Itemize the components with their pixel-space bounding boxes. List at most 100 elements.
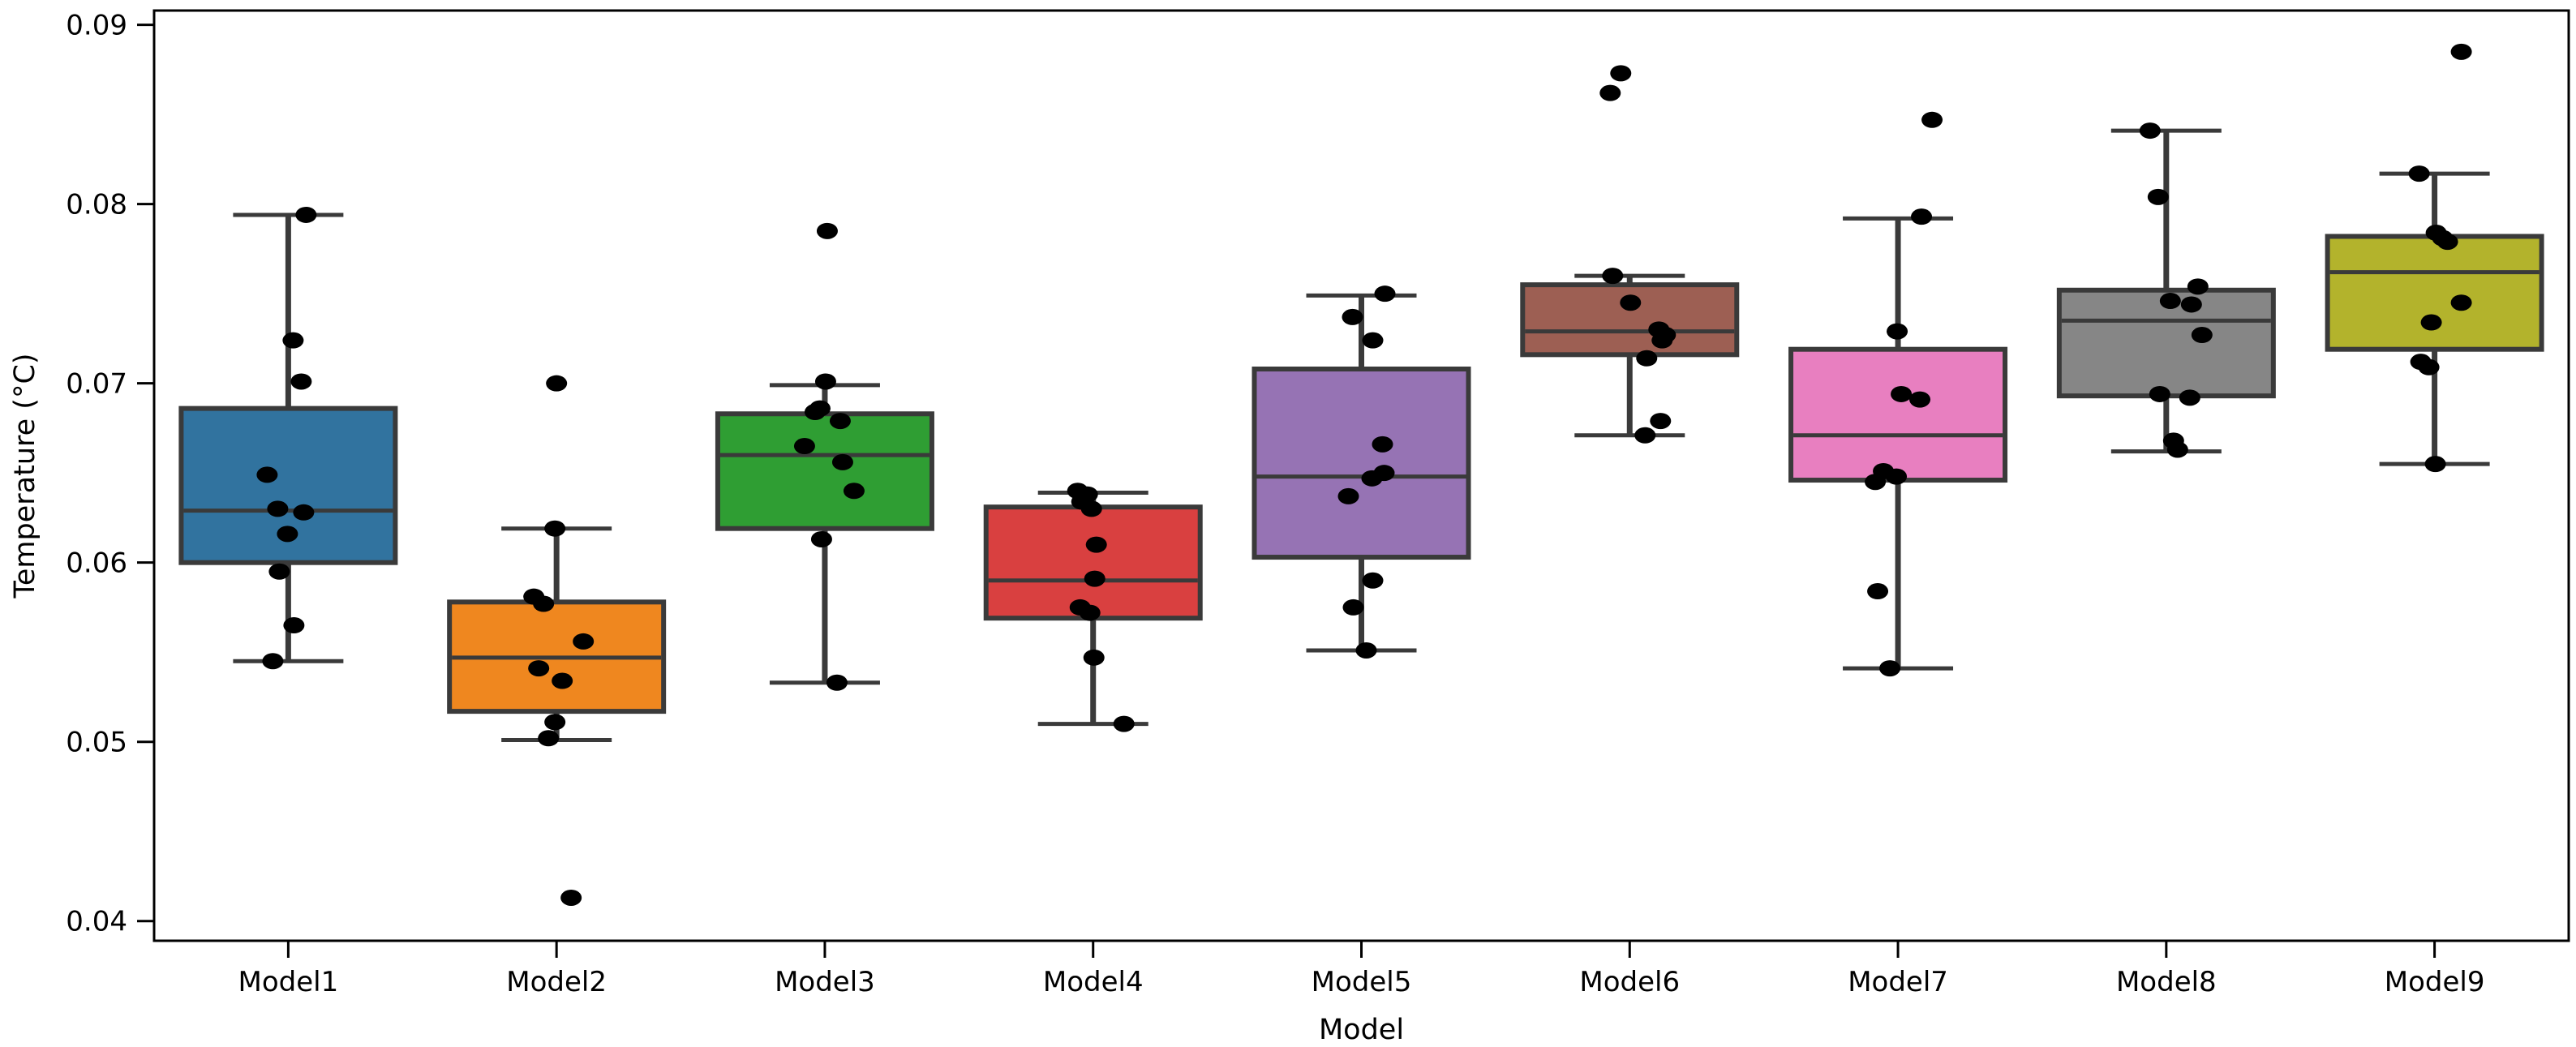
x-tick-label: Model1 (238, 966, 339, 998)
data-point (2139, 122, 2161, 139)
data-point (1602, 268, 1624, 285)
y-axis-label: Temperature (°C) (9, 353, 41, 599)
data-point (1361, 470, 1383, 487)
data-point (1085, 536, 1107, 553)
x-tick-label: Model9 (2385, 966, 2485, 998)
data-point (1650, 413, 1672, 430)
data-point (2180, 296, 2202, 313)
data-point (1374, 285, 1396, 303)
data-point (843, 483, 865, 500)
data-point (826, 674, 848, 691)
box-group-model2 (447, 526, 667, 742)
data-point (1891, 385, 1913, 402)
data-point (2159, 293, 2181, 310)
y-tick-label: 0.09 (66, 10, 127, 42)
data-point (267, 500, 289, 517)
data-point (1079, 604, 1101, 621)
data-point (1342, 308, 1363, 325)
y-tick-label: 0.06 (66, 547, 127, 580)
strip-points (256, 43, 2472, 906)
y-tick-label: 0.05 (66, 727, 127, 759)
data-point (1113, 715, 1135, 732)
data-point (295, 206, 317, 223)
data-point (1362, 332, 1384, 349)
data-point (528, 660, 550, 677)
box-rect (2325, 234, 2544, 352)
data-point (1887, 323, 1908, 340)
data-point (293, 504, 315, 521)
data-point (2408, 165, 2430, 182)
data-point (2149, 385, 2170, 402)
data-point (810, 530, 832, 547)
box-rect (983, 504, 1203, 621)
data-point (1921, 111, 1943, 128)
data-point (2147, 188, 2169, 205)
data-point (538, 730, 560, 747)
data-point (2187, 278, 2209, 295)
x-tick-label: Model5 (1312, 966, 1412, 998)
data-point (816, 222, 838, 239)
data-point (1634, 427, 1656, 444)
data-point (1867, 583, 1889, 600)
data-point (1636, 350, 1658, 367)
data-point (277, 526, 298, 543)
data-point (1372, 436, 1393, 453)
data-point (290, 373, 312, 390)
data-point (1355, 642, 1377, 659)
data-point (282, 332, 304, 349)
x-tick-label: Model6 (1579, 966, 1680, 998)
data-point (1620, 294, 1642, 311)
data-point (552, 672, 573, 689)
box-rect (1788, 346, 2008, 483)
y-tick-label: 0.04 (66, 906, 127, 938)
data-point (1879, 660, 1901, 677)
data-point (256, 466, 278, 483)
x-tick-label: Model2 (506, 966, 607, 998)
data-point (2420, 314, 2442, 331)
data-point (2436, 234, 2458, 251)
x-axis-label: Model (1319, 1014, 1404, 1046)
y-axis: 0.09 0.08 0.07 0.06 0.05 0.04 (66, 10, 154, 938)
y-tick-label: 0.08 (66, 189, 127, 221)
data-point (2450, 294, 2472, 311)
data-point (1909, 391, 1931, 408)
x-tick-label: Model4 (1043, 966, 1144, 998)
x-tick-label: Model8 (2116, 966, 2217, 998)
data-point (1080, 500, 1102, 517)
x-tick-label: Model3 (775, 966, 875, 998)
data-point (793, 438, 815, 455)
data-point (2450, 43, 2472, 60)
data-point (2418, 358, 2440, 375)
box-rect (715, 411, 934, 531)
data-point (546, 375, 568, 392)
data-point (2424, 456, 2446, 473)
data-point (831, 453, 853, 470)
box-group-model8 (2056, 128, 2276, 454)
data-point (804, 404, 826, 421)
data-point (560, 889, 582, 906)
data-point (573, 633, 595, 650)
data-point (1084, 570, 1106, 587)
data-point (1083, 649, 1105, 666)
data-point (262, 653, 284, 670)
data-point (1362, 572, 1384, 589)
data-point (544, 714, 566, 731)
data-point (533, 595, 555, 612)
data-point (283, 617, 305, 634)
data-point (1911, 208, 1933, 225)
data-point (1886, 468, 1908, 485)
data-point (544, 520, 566, 537)
x-tick-label: Model7 (1848, 966, 1948, 998)
box-rect (1252, 367, 1471, 560)
data-point (1865, 474, 1887, 491)
data-point (268, 563, 290, 580)
data-point (1599, 84, 1621, 101)
data-point (814, 373, 836, 390)
data-point (1610, 65, 1632, 82)
y-tick-label: 0.07 (66, 368, 127, 401)
data-point (1342, 599, 1364, 616)
data-point (2191, 327, 2213, 344)
data-point (1337, 487, 1359, 504)
